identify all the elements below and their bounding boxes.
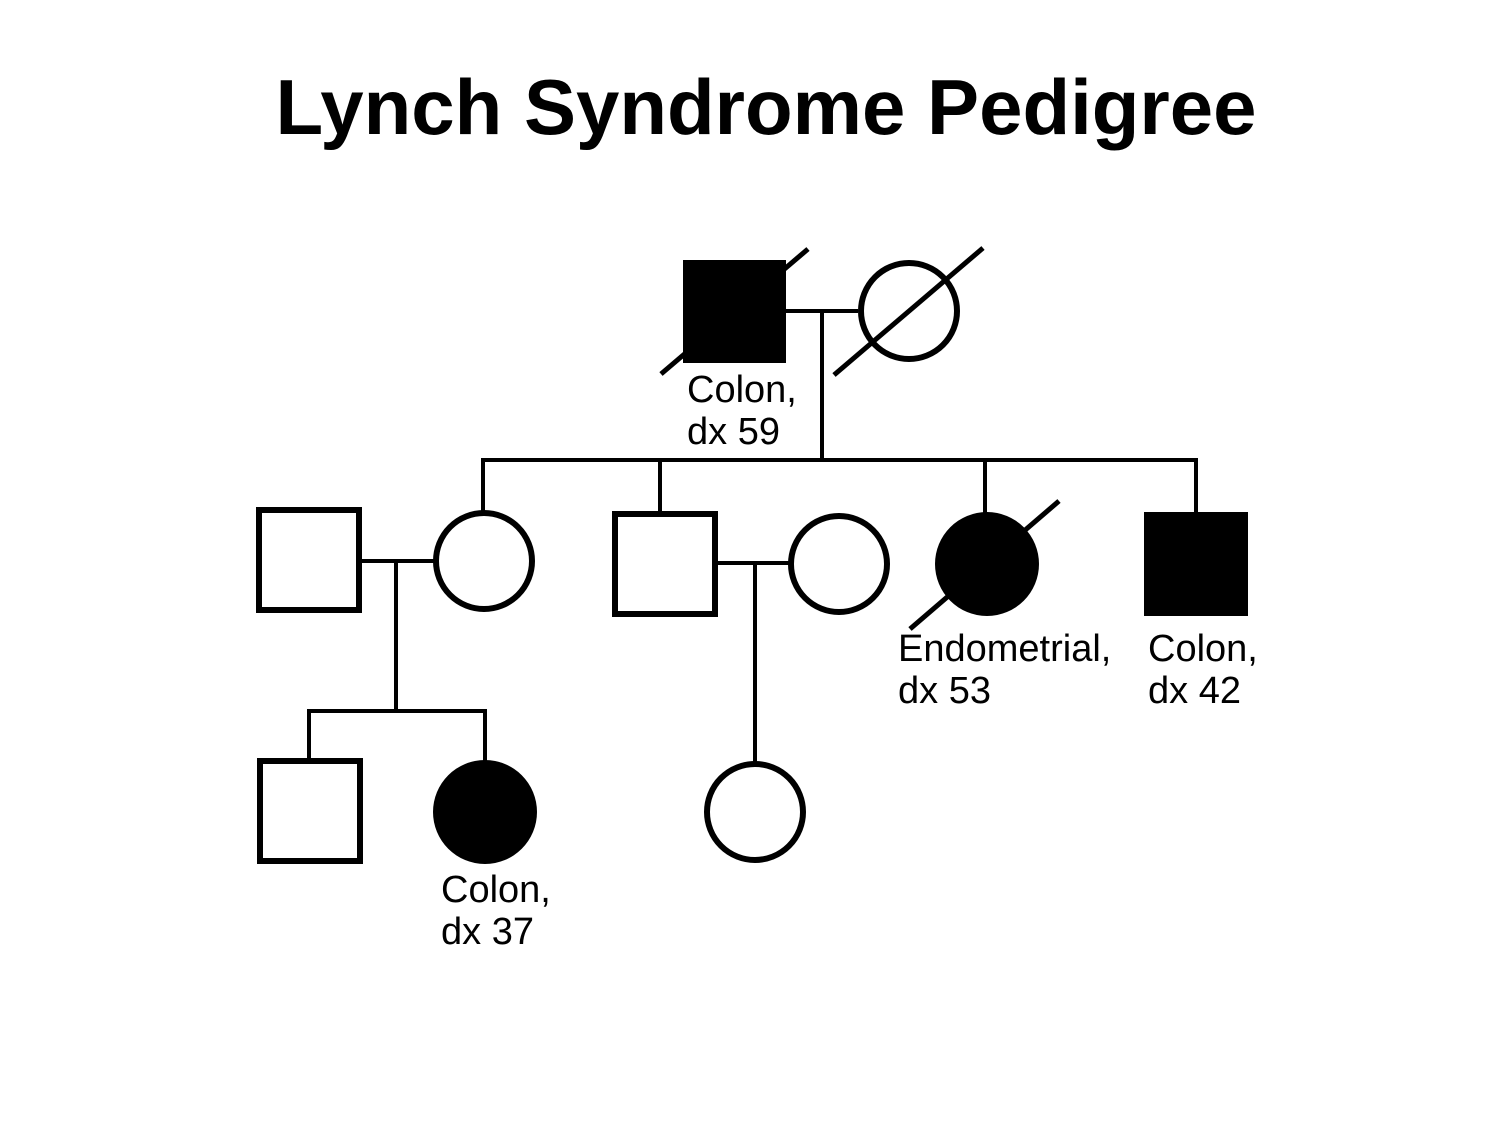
relationship-lines [307, 309, 1198, 764]
deceased-slash-icon [908, 499, 1061, 631]
male-unaffected-symbol [612, 511, 718, 617]
individual-gen1-mother [832, 246, 985, 377]
individual-gen3-granddaughter [704, 761, 806, 863]
deceased-slash-icon [659, 247, 810, 376]
diagnosis-label-gen3-affected-granddaughter: Colon, dx 37 [441, 869, 551, 953]
female-unaffected-symbol [433, 510, 535, 612]
individual-gen2-daughters-husband [256, 507, 362, 613]
male-unaffected-symbol [256, 507, 362, 613]
gen2-sibship-line [481, 458, 1198, 514]
individual-gen2-son [612, 511, 718, 617]
individual-gen2-daughter [433, 510, 535, 612]
individual-gen2-affected-son [1144, 512, 1248, 616]
male-unaffected-symbol [257, 758, 363, 864]
individual-gen3-affected-granddaughter [433, 760, 537, 864]
female-unaffected-symbol [788, 513, 890, 615]
individual-gen2-affected-daughter [908, 499, 1061, 631]
page-title: Lynch Syndrome Pedigree [275, 63, 1257, 151]
individual-gen1-father [659, 247, 810, 376]
male-affected-symbol [1144, 512, 1248, 616]
individual-gen2-sons-wife [788, 513, 890, 615]
diagnosis-label-gen2-affected-daughter: Endometrial, dx 53 [898, 628, 1112, 712]
female-unaffected-symbol [704, 761, 806, 863]
gen3-left-sibship-line [307, 709, 487, 764]
individual-gen3-grandson [257, 758, 363, 864]
deceased-slash-icon [832, 246, 985, 377]
diagnosis-label-gen1-father: Colon, dx 59 [687, 369, 797, 453]
diagnosis-label-gen2-affected-son: Colon, dx 42 [1148, 628, 1258, 712]
female-affected-symbol [433, 760, 537, 864]
